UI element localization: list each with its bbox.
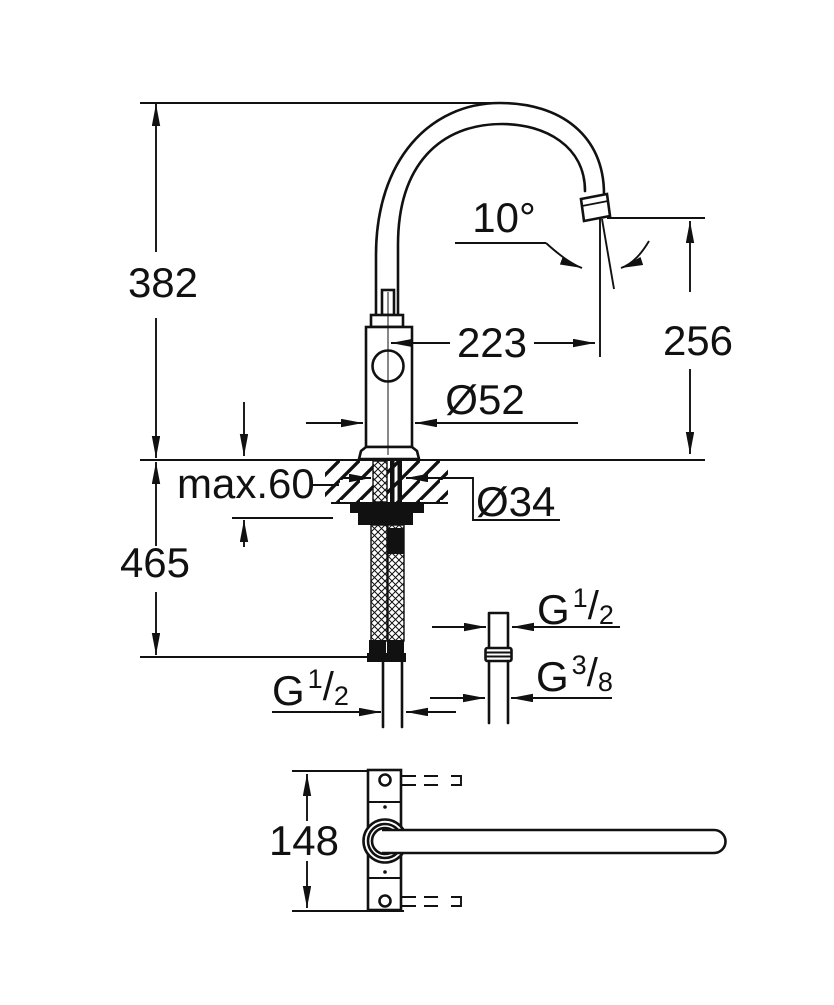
dim-465-label: 465 — [120, 539, 190, 586]
hose-fitting-right — [387, 640, 404, 654]
supply-hoses — [367, 524, 406, 729]
dimension-hole-diameter: Ø34 — [343, 473, 560, 525]
hidden-reference-lines — [402, 775, 462, 907]
dimension-height-below-deck: 465 — [120, 462, 371, 658]
pipe-nut-detail — [486, 651, 512, 658]
hose-fitting-left — [369, 640, 386, 654]
dimension-outlet-height: 256 — [607, 217, 733, 454]
dim-d52-label: Ø52 — [445, 376, 524, 423]
dim-148-label: 148 — [269, 817, 339, 864]
dim-10deg-label: 10° — [472, 194, 536, 241]
base-flare — [357, 445, 421, 461]
dimension-spout-reach: 223 — [391, 319, 595, 366]
hidden-line-bottom — [402, 896, 446, 907]
dim-223-label: 223 — [457, 319, 527, 366]
dim-max60-label: max.60 — [177, 460, 315, 507]
angle-arc-right — [620, 240, 650, 269]
hidden-bracket-bottom — [451, 896, 462, 907]
dim-382-label: 382 — [128, 259, 198, 306]
dim-256-label: 256 — [663, 317, 733, 364]
dim-d34-label: Ø34 — [476, 478, 555, 525]
body-collar — [369, 313, 405, 329]
threaded-shank — [372, 460, 388, 503]
countertop-section — [140, 459, 705, 525]
faucet-body — [357, 288, 421, 461]
angle-arc-left — [545, 242, 583, 269]
pipe-nut — [484, 646, 513, 663]
mounting-washer — [350, 504, 424, 513]
supply-pipe — [484, 611, 513, 725]
spout-inner-curve — [396, 122, 587, 318]
hidden-line-top — [402, 775, 446, 786]
aerator — [579, 192, 612, 223]
plan-view: 148 — [269, 768, 727, 912]
hose-connector-stub — [381, 660, 404, 729]
angle-line — [601, 218, 615, 290]
dimension-height-above-deck: 382 — [128, 102, 497, 458]
dimension-body-diameter: Ø52 — [306, 376, 578, 428]
screw-hole-top — [378, 773, 392, 787]
body-cylinder — [364, 325, 414, 449]
leader-arrow-right — [406, 473, 560, 521]
pipe-walls-upper — [487, 611, 510, 650]
braided-hose-left — [370, 524, 388, 642]
front-elevation: 382 465 max.60 Ø52 Ø34 — [120, 101, 733, 729]
screw-hole-bottom — [378, 894, 392, 908]
shank-stud-right — [397, 461, 402, 502]
hidden-bracket-top — [451, 775, 462, 786]
pipe-walls-lower — [487, 659, 510, 725]
hose-sleeve — [388, 528, 404, 554]
center-mark-bottom — [383, 870, 387, 874]
lever-handle — [382, 828, 727, 855]
dimension-spout-angle: 10° — [455, 194, 650, 357]
mounting-nut — [358, 513, 413, 525]
aerator-detail-line — [581, 200, 609, 207]
shank-stud-left — [390, 461, 395, 502]
dimension-handle-span: 148 — [269, 770, 404, 912]
dimension-max-counter-thickness: max.60 — [177, 402, 339, 547]
center-mark-top — [383, 805, 387, 809]
hose-fitting-bar — [367, 653, 406, 662]
